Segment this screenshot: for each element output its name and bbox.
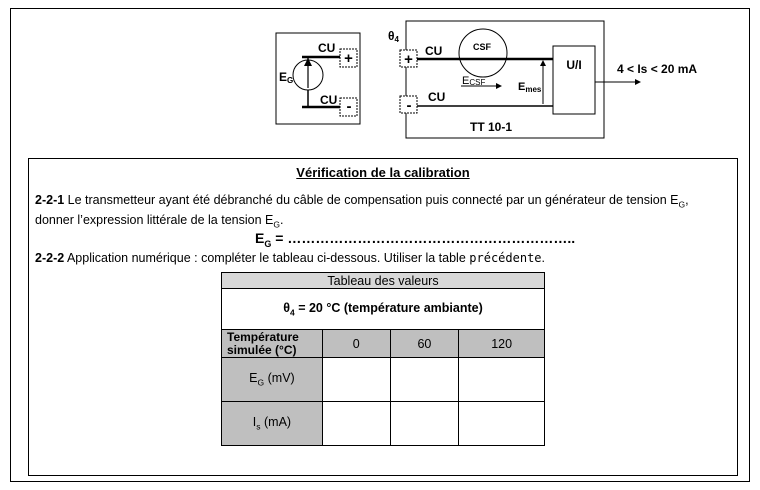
table-row: Is (mA) — [221, 401, 545, 446]
header-temperature-label: Température simulée (°C) — [221, 329, 323, 358]
eg-formula-blank[interactable]: EG = …………………………………………………….. — [255, 230, 576, 249]
ui-converter-box — [552, 45, 596, 115]
table-condition: θ4 = 20 °C (température ambiante) — [221, 288, 545, 330]
right-minus-terminal: - — [407, 97, 412, 114]
table-cell[interactable] — [389, 357, 460, 402]
right-cu-bottom: CU — [428, 90, 445, 104]
question-number: 2-2-1 — [35, 193, 65, 207]
theta4-label: θ4 — [388, 29, 400, 44]
column-header: 0 — [321, 329, 391, 358]
circuit-diagram: + - CU CU EG θ4 + - CSF CU CU ECSF Emes … — [275, 20, 697, 139]
question-number: 2-2-2 — [35, 251, 65, 265]
table-cell[interactable] — [321, 357, 391, 402]
emes-label: Emes — [518, 81, 542, 94]
left-cu-top: CU — [318, 41, 335, 55]
column-header: 120 — [458, 329, 545, 358]
row-label-eg: EG (mV) — [221, 357, 323, 402]
output-range-label: 4 < Is < 20 mA — [617, 62, 697, 76]
csf-circle — [458, 28, 508, 78]
table-row: EG (mV) — [221, 357, 545, 402]
table-cell[interactable] — [321, 401, 391, 446]
column-header: 60 — [389, 329, 460, 358]
eg-label: EG — [279, 70, 293, 85]
section-title: Vérification de la calibration — [296, 165, 470, 180]
question-2-2-2: 2-2-2 Application numérique : compléter … — [35, 251, 545, 265]
tt-label: TT 10-1 — [470, 120, 512, 134]
left-plus-terminal: + — [344, 50, 353, 67]
right-cu-top: CU — [425, 44, 442, 58]
question-2-2-1: 2-2-1 Le transmetteur ayant été débranch… — [35, 193, 689, 229]
table-cell[interactable] — [458, 401, 545, 446]
left-cu-bottom: CU — [320, 93, 337, 107]
left-minus-terminal: - — [347, 98, 352, 115]
calibration-panel: Vérification de la calibration 2-2-1 Le … — [28, 158, 738, 476]
csf-label: CSF — [473, 42, 492, 52]
ecsf-label: ECSF — [462, 75, 485, 87]
table-cell[interactable] — [389, 401, 460, 446]
values-table: Tableau des valeurs θ4 = 20 °C (températ… — [221, 272, 545, 446]
ui-label: U/I — [566, 58, 581, 72]
transmitter-box — [405, 20, 605, 139]
table-cell[interactable] — [458, 357, 545, 402]
page-frame — [10, 8, 750, 482]
row-label-is: Is (mA) — [221, 401, 323, 446]
right-plus-terminal: + — [404, 51, 413, 68]
table-caption: Tableau des valeurs — [221, 272, 545, 289]
generator-box — [275, 32, 361, 125]
